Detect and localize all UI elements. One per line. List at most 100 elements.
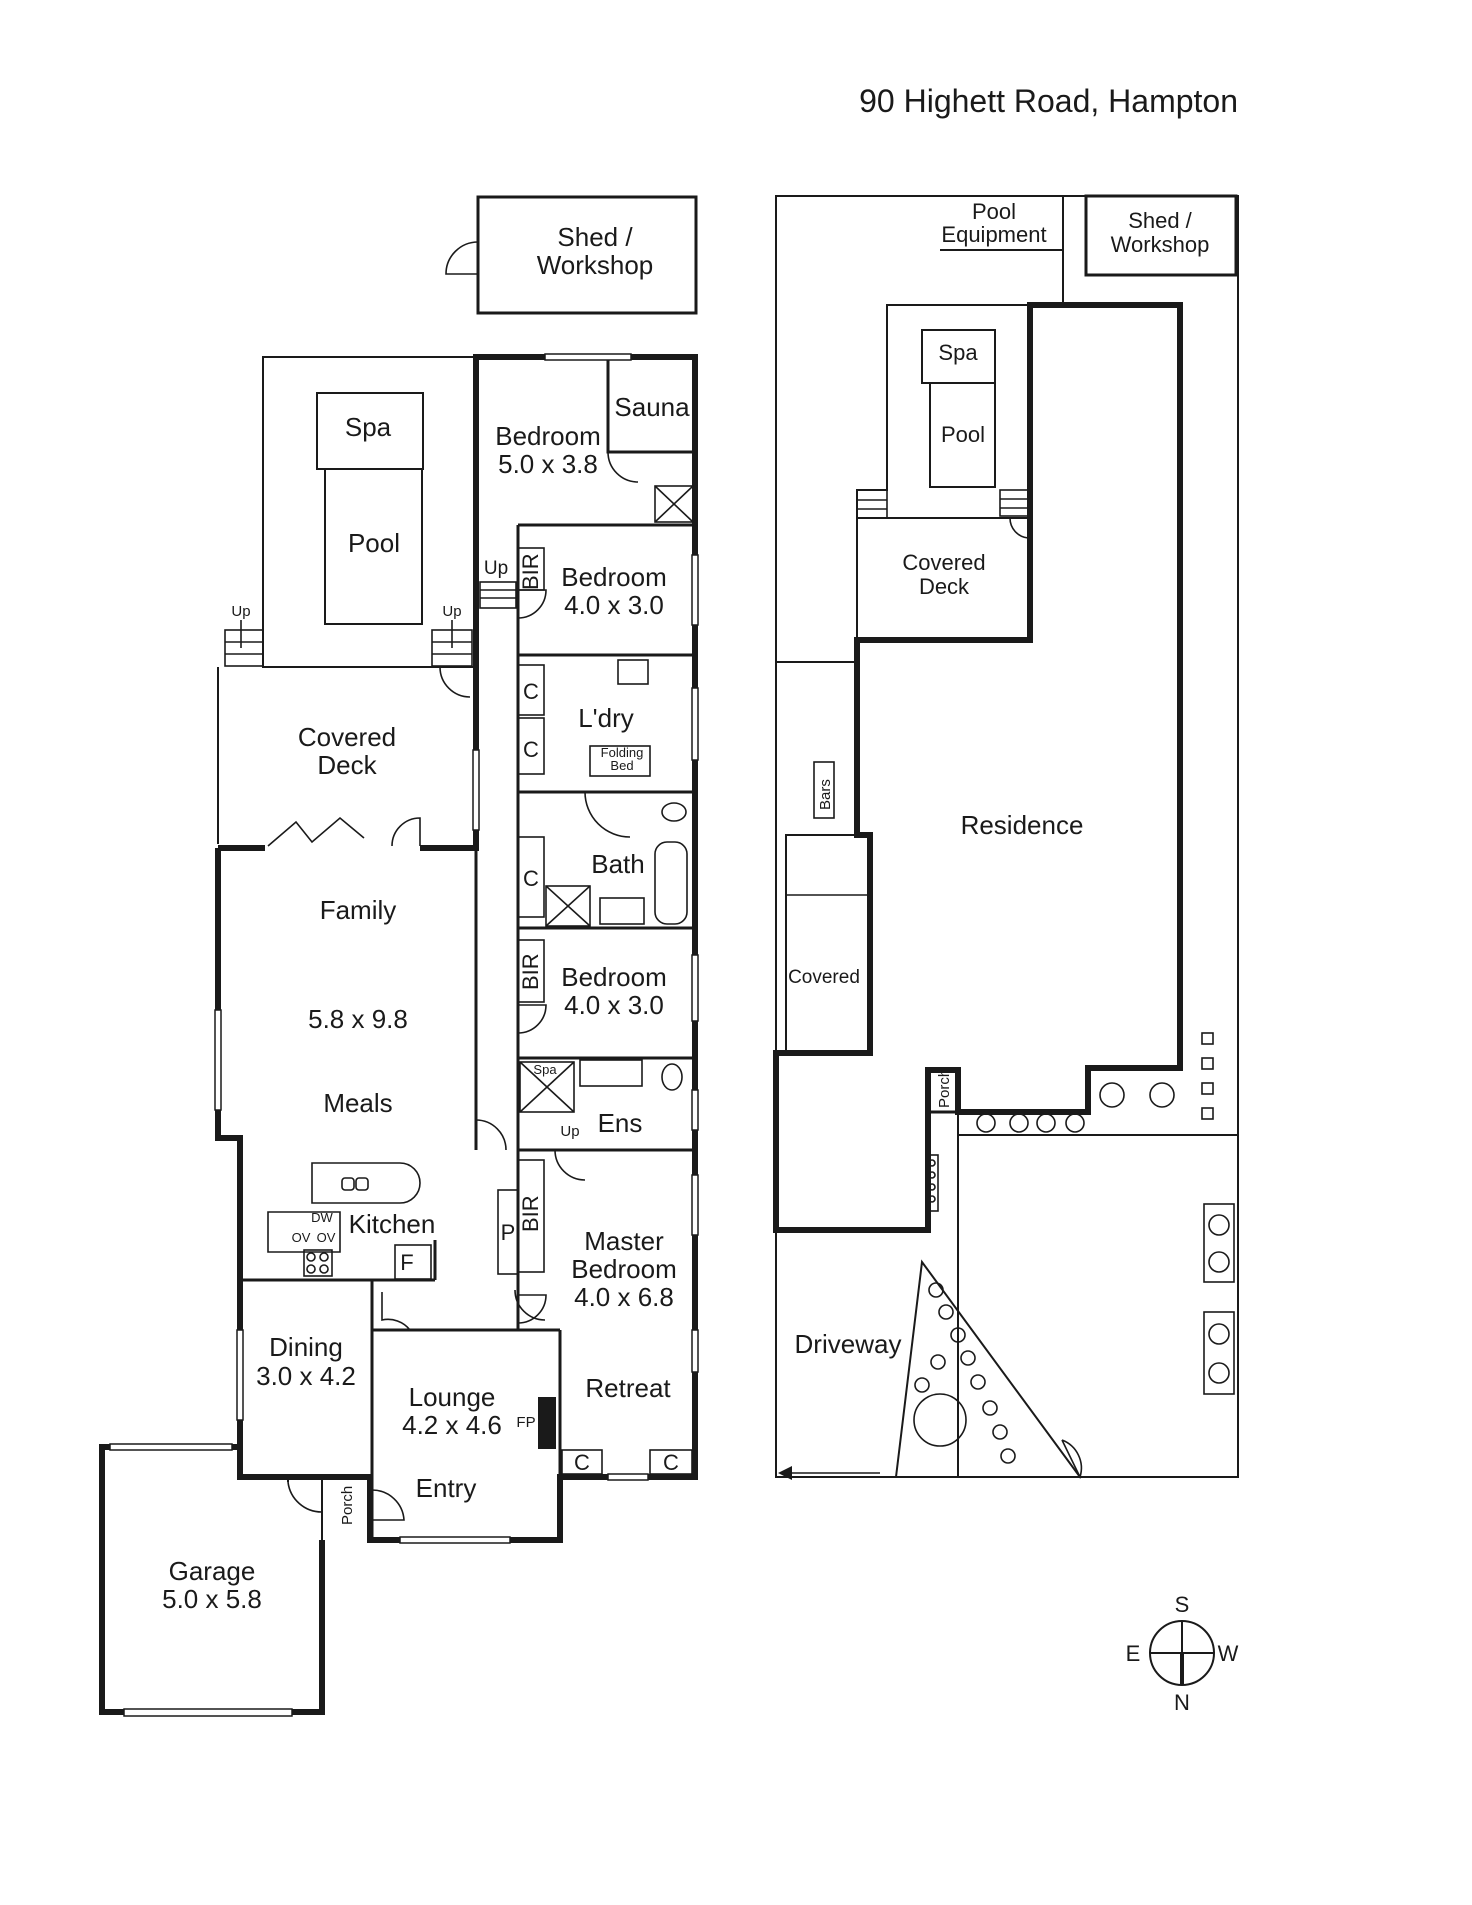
garage-dims: 5.0 x 5.8: [162, 1584, 262, 1614]
residence-label: Residence: [961, 810, 1084, 840]
bir3-label: BIR: [518, 1195, 543, 1232]
up-label-ens: Up: [560, 1123, 579, 1140]
bath-vanity: [599, 897, 645, 925]
bathtub: [654, 841, 688, 925]
bedroom1-window: [544, 353, 632, 361]
compass: S E W N: [1126, 1592, 1239, 1715]
bedroom2-dims: 4.0 x 3.0: [564, 590, 664, 620]
covered-side-box: [785, 834, 871, 1054]
folding-bed-label-1: Folding: [601, 745, 644, 760]
bedroom3-door: [517, 1004, 547, 1034]
ov2-label: OV: [317, 1230, 336, 1245]
site-pool-gate: [1009, 517, 1029, 539]
entry-label: Entry: [416, 1473, 477, 1503]
bifold-door: [267, 816, 365, 847]
garage-door: [123, 1708, 293, 1717]
site-shed: [1084, 194, 1238, 277]
entry-door: [371, 1489, 405, 1521]
lounge-dims: 4.2 x 4.6: [402, 1410, 502, 1440]
ens-spa-label: Spa: [533, 1062, 557, 1077]
ens-spa: [519, 1061, 575, 1113]
ens-wc: [661, 1063, 683, 1091]
master-window-1: [691, 1174, 699, 1236]
bath-shower-x2: [545, 885, 591, 927]
kitchen-sink-1: [341, 1177, 355, 1191]
bedroom1-label: Bedroom: [495, 421, 601, 451]
boundary-posts: [1201, 1032, 1214, 1120]
compass-s: S: [1175, 1592, 1190, 1617]
site-covered-deck-label-1: Covered: [902, 550, 985, 575]
house-outer-wall: [215, 354, 698, 1543]
sauna-shower: [654, 485, 694, 523]
side-garden-beds: [1203, 1203, 1235, 1395]
kitchen-island: [311, 1162, 421, 1204]
burner-3: [306, 1264, 316, 1274]
master-door: [517, 1294, 547, 1324]
c5-box: [649, 1449, 693, 1475]
ground-floor-plan: Shed / Workshop Spa Pool Up Up Covered D…: [99, 195, 699, 1717]
c1-label: C: [523, 679, 539, 704]
covered-side-label: Covered: [788, 967, 860, 988]
master-window-2: [691, 1329, 699, 1373]
bedroom2-door: [517, 589, 547, 619]
meals-label: Meals: [323, 1088, 392, 1118]
compass-w: W: [1218, 1641, 1239, 1666]
c3-label: C: [523, 866, 539, 891]
residence-outline: [773, 302, 1183, 1233]
garage-window-top: [109, 1443, 233, 1451]
site-pool-label: Pool: [941, 422, 985, 447]
site-pool: [929, 382, 996, 488]
ov1-label: OV: [292, 1230, 311, 1245]
dining-label: Dining: [269, 1332, 343, 1362]
bath-label: Bath: [591, 849, 645, 879]
site-covered-deck-label-2: Deck: [919, 574, 970, 599]
bedroom3-dims: 4.0 x 3.0: [564, 990, 664, 1020]
c5-label: C: [663, 1450, 679, 1475]
kitchen-bench: [267, 1211, 341, 1253]
site-shed-label-1: Shed /: [1128, 208, 1192, 233]
ens-window: [691, 1089, 699, 1131]
garage-label: Garage: [169, 1556, 256, 1586]
ens-door: [554, 1149, 586, 1181]
pantry-label: P: [501, 1220, 516, 1245]
burner-1: [306, 1252, 316, 1262]
up-label-hall: Up: [484, 558, 508, 579]
driveway-label: Driveway: [795, 1329, 902, 1359]
laundry-door: [584, 791, 631, 838]
master-label-1: Master: [584, 1226, 664, 1256]
spa-label: Spa: [345, 412, 392, 442]
gate-swing: [1061, 1439, 1083, 1480]
site-steps-right: [999, 489, 1029, 517]
c2-box: [517, 717, 545, 775]
ens-label: Ens: [598, 1108, 643, 1138]
shed-label-line1: Shed /: [557, 222, 633, 252]
pool-label: Pool: [348, 528, 400, 558]
shed-label-line2: Workshop: [537, 250, 654, 280]
family-dims: 5.8 x 9.8: [308, 1004, 408, 1034]
site-porch-label: Porch: [936, 1069, 953, 1108]
c3-box: [517, 836, 545, 918]
c4-box: [561, 1449, 603, 1475]
fridge-label: F: [400, 1250, 413, 1275]
covered-deck-label-line2: Deck: [317, 750, 377, 780]
bir2-box: [517, 939, 545, 1003]
up-label-left: Up: [231, 603, 250, 620]
laundry-sink: [617, 659, 649, 685]
dining-window: [236, 1329, 244, 1421]
hall-steps: [479, 581, 517, 609]
c4-label: C: [574, 1450, 590, 1475]
site-porch-box: [926, 1068, 960, 1114]
porch-door: [287, 1481, 323, 1513]
bars-box: [813, 761, 835, 819]
bath-shower: [545, 885, 591, 927]
shrubs-front: [976, 1082, 1175, 1133]
folding-bed: [589, 745, 651, 777]
shed-door-swing: [445, 241, 479, 275]
porch-label: Porch: [339, 1486, 356, 1525]
shower-x2: [654, 485, 694, 523]
compass-n: N: [1174, 1690, 1190, 1715]
path-markers: [925, 1154, 939, 1212]
cooktop: [303, 1249, 333, 1277]
dw-label: DW: [311, 1210, 333, 1225]
shed-outline: [476, 195, 698, 315]
